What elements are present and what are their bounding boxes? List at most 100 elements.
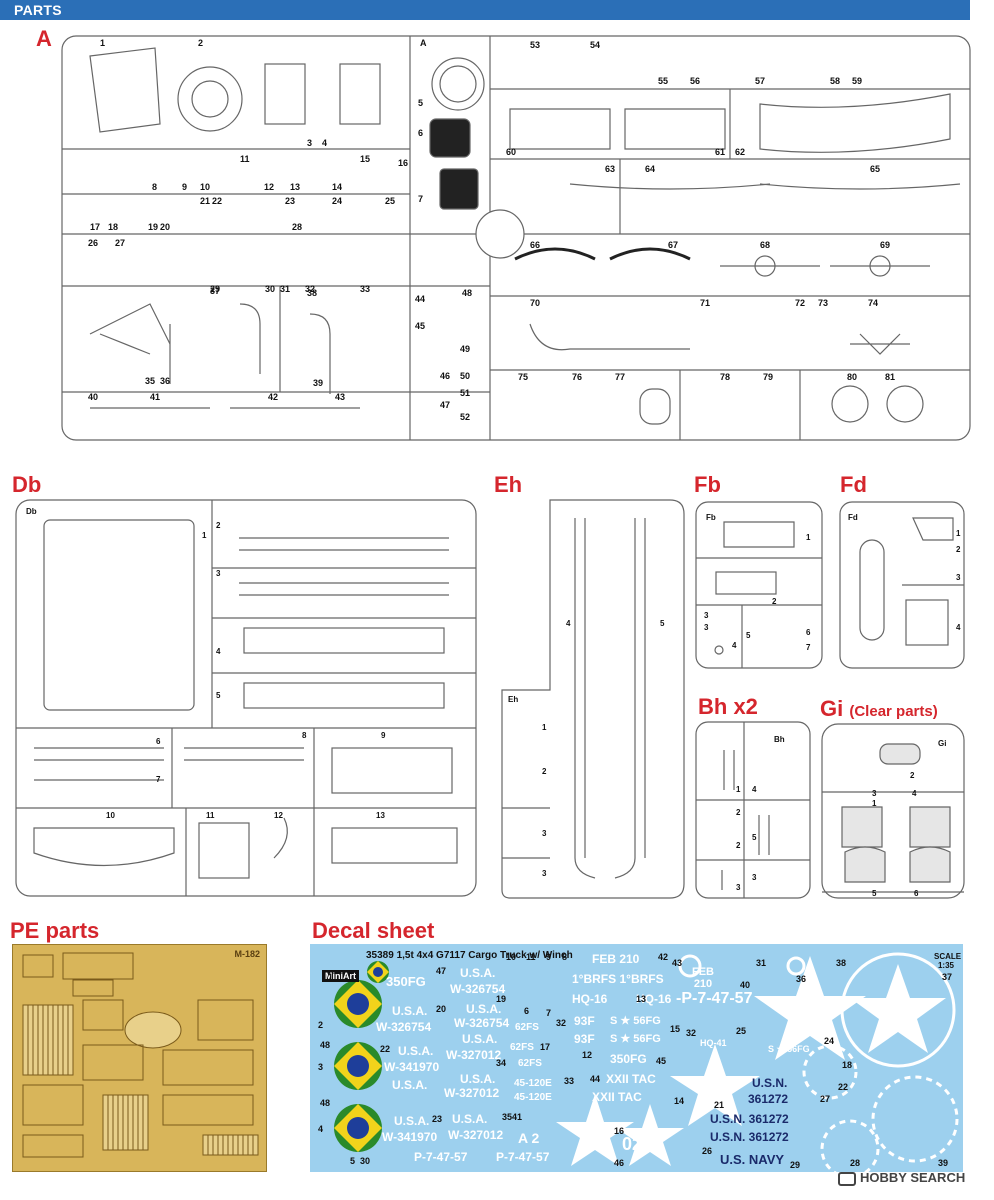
svg-text:1: 1 [872,799,877,808]
decal-62fs-1: 62FS [515,1022,539,1033]
svg-text:1: 1 [100,38,105,48]
svg-text:7: 7 [806,643,811,652]
sprue-fb-label: Fb [694,472,721,497]
svg-text:Eh: Eh [508,695,518,704]
svg-text:6: 6 [806,628,811,637]
decal-hq16-1: HQ-16 [572,992,608,1006]
svg-text:17: 17 [90,222,100,232]
svg-text:75: 75 [518,372,528,382]
header-title: PARTS [14,2,62,18]
svg-text:2: 2 [910,771,915,780]
svg-text:Fb: Fb [706,513,716,522]
svg-text:3: 3 [216,569,221,578]
hobbysearch-logo-icon [838,1171,856,1186]
svg-text:11: 11 [206,811,215,820]
decal-p747-3: -P-7-47-57 [676,990,753,1007]
svg-text:12: 12 [274,811,283,820]
svg-text:28: 28 [292,222,302,232]
svg-text:1: 1 [202,531,207,540]
svg-text:79: 79 [763,372,773,382]
svg-text:3: 3 [704,623,709,632]
svg-text:27: 27 [115,238,125,248]
svg-text:Bh: Bh [774,735,785,744]
decal-xxiitac-1: XXII TAC [606,1072,656,1086]
svg-text:3: 3 [307,138,312,148]
parts-header: PARTS [0,0,970,20]
svg-text:36: 36 [160,376,170,386]
svg-text:10: 10 [106,811,115,820]
svg-text:29: 29 [210,284,220,294]
svg-text:2: 2 [542,767,547,776]
svg-text:43: 43 [335,392,345,402]
decal-usn-361272-1: U.S.N. 361272 [710,1112,789,1126]
svg-text:47: 47 [440,400,450,410]
svg-text:3: 3 [542,829,547,838]
svg-text:44: 44 [415,294,425,304]
svg-text:9: 9 [381,731,386,740]
svg-text:1: 1 [956,529,961,538]
svg-text:4: 4 [752,785,757,794]
svg-text:3: 3 [752,873,757,882]
svg-text:15: 15 [360,154,370,164]
svg-text:48: 48 [462,288,472,298]
svg-text:5: 5 [746,631,751,640]
decal-w327012-1: W-327012 [446,1048,502,1062]
decal-p747-2: P-7-47-57 [496,1150,550,1164]
svg-text:23: 23 [285,196,295,206]
decal-w326754-3: W-326754 [454,1016,510,1030]
svg-text:78: 78 [720,372,730,382]
svg-text:5: 5 [216,691,221,700]
decal-w326754-1: W-326754 [450,982,506,996]
svg-text:7: 7 [418,194,423,204]
decal-usa-1: U.S.A. [460,966,496,980]
svg-text:14: 14 [332,182,342,192]
decal-feb210-2: FEB 210 [692,966,714,990]
svg-text:Db: Db [26,507,37,516]
svg-text:4: 4 [912,789,917,798]
decal-usa-9: U.S.A. [452,1112,488,1126]
svg-text:5: 5 [752,833,757,842]
svg-text:3: 3 [542,869,547,878]
svg-text:39: 39 [313,378,323,388]
svg-text:30: 30 [265,284,275,294]
decal-feb210-1: FEB 210 [592,952,640,966]
decal-usa-7: U.S.A. [460,1072,496,1086]
svg-text:69: 69 [880,240,890,250]
svg-text:81: 81 [885,372,895,382]
svg-text:21: 21 [200,196,210,206]
svg-text:76: 76 [572,372,582,382]
svg-text:61: 61 [715,147,725,157]
svg-text:6: 6 [914,889,919,898]
svg-text:4: 4 [322,138,327,148]
svg-text:8: 8 [152,182,157,192]
sprue-bh-label: Bh x2 [698,694,758,719]
svg-text:5: 5 [418,98,423,108]
decal-hq16-2: HQ-16 [636,992,672,1006]
svg-text:4: 4 [732,641,737,650]
svg-text:19: 19 [148,222,158,232]
decal-93f-2: 93F [574,1032,595,1046]
svg-text:37: 37 [210,286,220,296]
sprue-db-label: Db [12,472,42,497]
svg-text:1: 1 [806,533,811,542]
svg-text:26: 26 [88,238,98,248]
decal-w327012-2: W-327012 [444,1086,500,1100]
watermark: HOBBY SEARCH [838,1170,965,1186]
decal-usa-3: U.S.A. [466,1002,502,1016]
svg-text:13: 13 [376,811,385,820]
decal-p747-1: P-7-47-57 [414,1150,468,1164]
svg-text:71: 71 [700,298,710,308]
svg-text:45: 45 [415,321,425,331]
decal-56fg-2: S ★ 56FG [610,1033,661,1045]
decal-usa-6: U.S.A. [392,1078,428,1092]
decal-usa-2: U.S.A. [392,1004,428,1018]
svg-text:1: 1 [736,785,741,794]
svg-text:5: 5 [660,619,665,628]
svg-text:9: 9 [182,182,187,192]
svg-text:Fd: Fd [848,513,858,522]
